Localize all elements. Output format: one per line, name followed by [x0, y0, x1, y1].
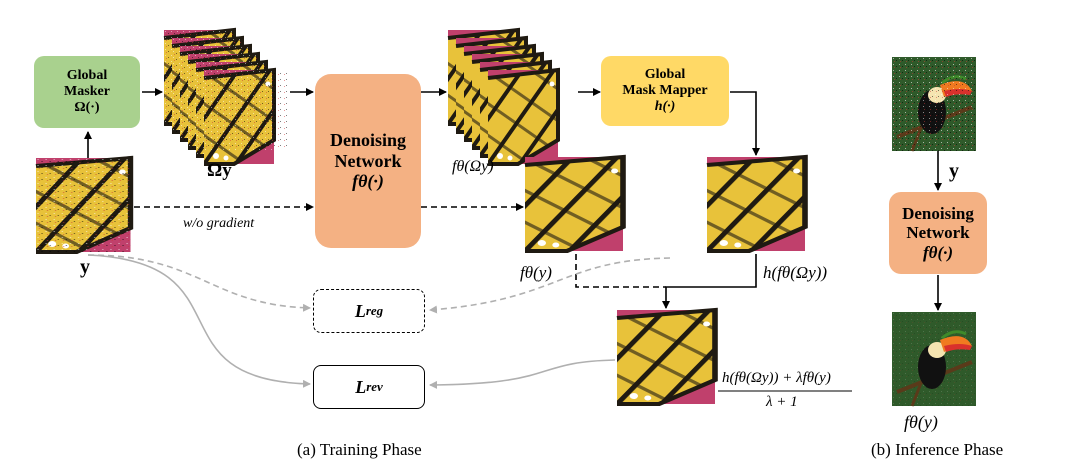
inference-network-line3: fθ(·)	[922, 242, 954, 262]
inference-denoising-network-box: Denoising Network fθ(·)	[889, 192, 987, 274]
f-omega-y-label: fθ(Ωy)	[452, 158, 494, 175]
inference-caption: (b) Inference Phase	[871, 440, 1004, 459]
fraction-numerator: h(fθ(Ωy)) + λfθ(y)	[722, 370, 831, 386]
wo-gradient-label: w/o gradient	[183, 216, 255, 231]
loss-reg-sub: reg	[365, 303, 384, 318]
denoised-output-image	[525, 157, 623, 251]
combined-target-image	[617, 310, 715, 404]
f-y-label: fθ(y)	[520, 263, 552, 282]
mapped-output-image	[707, 157, 805, 251]
inference-clean-image	[890, 310, 978, 408]
inference-noisy-image	[890, 55, 978, 153]
flow-arrows	[84, 88, 942, 311]
inference-network-line2: Network	[906, 223, 970, 243]
input-y-label: y	[80, 256, 90, 278]
global-mask-mapper-box: Global Mask Mapper h(·)	[601, 56, 729, 126]
global-masker-line1: Global	[66, 67, 108, 83]
denoising-network-box: Denoising Network fθ(·)	[315, 74, 421, 248]
denoising-network-line1: Denoising	[329, 129, 407, 150]
loss-arrows	[87, 254, 671, 389]
h-f-omega-y-label: h(fθ(Ωy))	[763, 263, 828, 282]
global-mask-mapper-line2: Mask Mapper	[622, 82, 708, 98]
inference-network-line1: Denoising	[902, 203, 974, 223]
inference-output-label: fθ(y)	[904, 412, 938, 432]
loss-rev-sub: rev	[366, 379, 383, 394]
loss-rev-main: L	[355, 376, 367, 397]
denoised-masked-stack	[446, 28, 560, 166]
global-mask-mapper-line3: h(·)	[654, 99, 676, 115]
fraction-denominator: λ + 1	[766, 394, 798, 410]
global-mask-mapper-line1: Global	[644, 66, 686, 82]
masked-image-stack	[162, 28, 288, 166]
noisy-input-image	[36, 158, 131, 252]
omega-y-label: Ωy	[207, 160, 232, 181]
training-caption: (a) Training Phase	[297, 440, 422, 459]
global-masker-line3: Ω(·)	[74, 100, 100, 116]
denoising-network-line3: fθ(·)	[352, 171, 384, 192]
global-masker-box: Global Masker Ω(·)	[34, 56, 140, 128]
global-masker-line2: Masker	[64, 83, 110, 99]
loss-reg-main: L	[354, 300, 366, 321]
inference-input-y-label: y	[949, 160, 959, 182]
denoising-network-line2: Network	[334, 150, 402, 171]
